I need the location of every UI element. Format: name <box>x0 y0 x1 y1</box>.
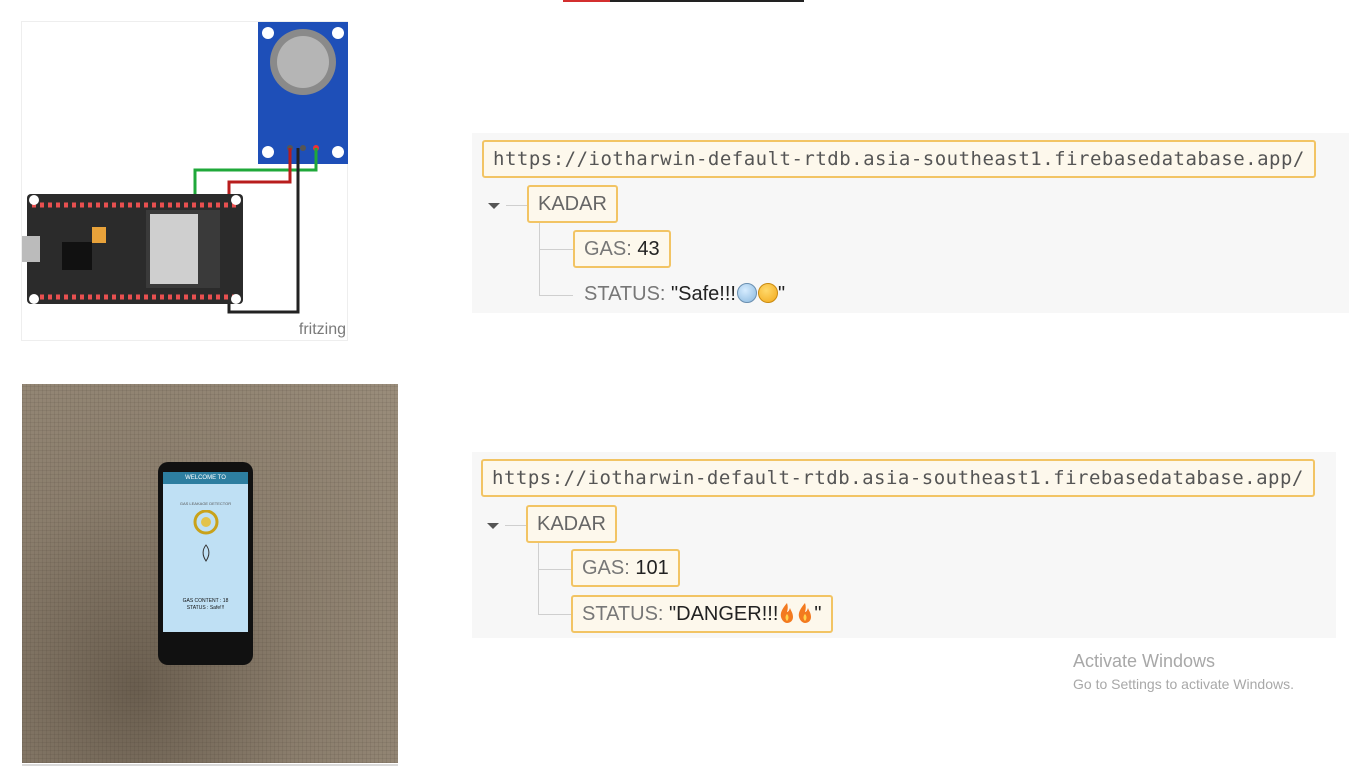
status-key: STATUS: <box>584 283 666 305</box>
activate-windows-title: Activate Windows <box>1073 651 1216 671</box>
gas-node[interactable]: GAS: 43 <box>573 230 671 268</box>
sensor-pin <box>300 145 306 151</box>
status-key: STATUS: <box>582 603 664 625</box>
mount-hole <box>332 146 344 158</box>
smoke-detector-icon <box>193 510 219 535</box>
gas-key: GAS: <box>584 238 632 260</box>
circuit-diagram: fritzing <box>21 21 348 341</box>
kadar-node[interactable]: KADAR <box>527 185 618 223</box>
fire-icon <box>799 603 812 623</box>
status-close-quote: " <box>814 603 822 625</box>
tree-connector <box>538 614 571 615</box>
activate-windows-subtitle: Go to Settings to activate Windows. <box>1073 676 1294 692</box>
tree-connector <box>539 223 540 295</box>
phone-screen: WELCOME TO GAS LEAKAGE DETECTOR GAS CONT… <box>163 472 248 632</box>
sensor-mesh <box>277 36 329 88</box>
heart-eyes-face-icon <box>757 283 778 303</box>
mount-hole <box>29 195 39 205</box>
tree-connector <box>539 295 573 296</box>
mount-hole <box>262 27 274 39</box>
green-wire <box>193 148 318 204</box>
status-close-quote: " <box>777 283 786 305</box>
app-title-bar: WELCOME TO <box>163 472 248 484</box>
collapse-arrow-icon[interactable] <box>487 523 499 529</box>
component <box>92 227 106 243</box>
top-divider-line <box>610 0 804 2</box>
mount-hole <box>29 294 39 304</box>
chip <box>62 242 92 270</box>
red-wire <box>227 148 292 204</box>
tree-connector <box>506 205 528 206</box>
app-subtitle: GAS LEAKAGE DETECTOR <box>179 501 232 506</box>
kadar-node[interactable]: KADAR <box>526 505 617 543</box>
circuit-drawing <box>22 22 348 314</box>
database-url-node[interactable]: https://iotharwin-default-rtdb.asia-sout… <box>482 140 1316 178</box>
status-value: "Safe!!! <box>671 283 736 305</box>
top-accent-bar <box>563 0 610 2</box>
gas-content-text: GAS CONTENT : 18 <box>182 598 229 604</box>
phone-photo: WELCOME TO GAS LEAKAGE DETECTOR GAS CONT… <box>22 384 398 763</box>
photo-divider <box>22 764 398 766</box>
mount-hole <box>262 146 274 158</box>
gas-node[interactable]: GAS: 101 <box>571 549 680 587</box>
status-value: "DANGER!!! <box>669 603 779 625</box>
smartphone: WELCOME TO GAS LEAKAGE DETECTOR GAS CONT… <box>158 462 253 665</box>
fire-icon <box>781 603 794 623</box>
gas-value: 101 <box>635 557 669 579</box>
status-text: STATUS : Safe!!! <box>186 605 225 611</box>
database-url-node[interactable]: https://iotharwin-default-rtdb.asia-sout… <box>481 459 1315 497</box>
usb-port <box>22 236 40 262</box>
firebase-tree-danger: https://iotharwin-default-rtdb.asia-sout… <box>472 452 1336 638</box>
mount-hole <box>231 195 241 205</box>
status-node[interactable]: STATUS: "DANGER!!! " <box>571 595 833 633</box>
esp32-shield <box>150 214 198 284</box>
gas-key: GAS: <box>582 557 630 579</box>
fritzing-watermark: fritzing <box>298 321 346 338</box>
gas-value: 43 <box>637 238 660 260</box>
tree-connector <box>538 569 571 570</box>
tree-connector <box>538 543 539 614</box>
status-node[interactable]: STATUS: "Safe!!! " <box>575 277 794 311</box>
collapse-arrow-icon[interactable] <box>488 203 500 209</box>
mount-hole <box>231 294 241 304</box>
flame-icon <box>202 544 210 562</box>
cold-face-icon <box>736 283 757 303</box>
tree-connector <box>539 249 573 250</box>
mount-hole <box>332 27 344 39</box>
tree-connector <box>505 525 527 526</box>
firebase-tree-safe: https://iotharwin-default-rtdb.asia-sout… <box>472 133 1349 313</box>
